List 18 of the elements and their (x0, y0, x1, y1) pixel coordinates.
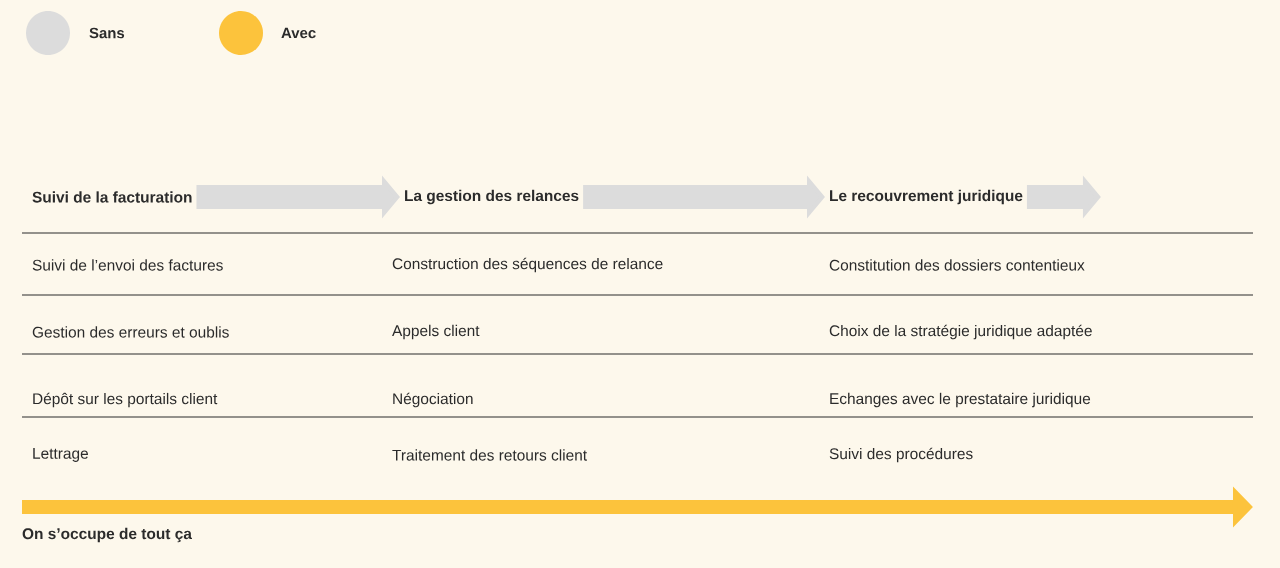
cell-text: Négociation (393, 392, 473, 408)
column-heading: Suivi de la facturation (32, 191, 192, 203)
cell-text: Constitution des dossiers contentieux (829, 259, 1085, 271)
cell-text: Suivi des procédures (829, 447, 973, 463)
legend-label: Avec (281, 27, 316, 39)
cell-text: Gestion des erreurs et oublis (32, 326, 229, 338)
cell-text: Traitement des retours client (392, 449, 587, 461)
cell-text: Suivi de l’envoi des factures (32, 259, 223, 271)
cell-text: Choix de la stratégie juridique adaptée (829, 324, 1092, 340)
cell-text: Construction des séquences de relance (392, 257, 663, 273)
cell-text: Echanges avec le prestataire juridique (830, 392, 1091, 408)
footer-note: On s’occupe de tout ça (22, 527, 192, 543)
cell-text: Appels client (392, 324, 480, 340)
cell-text: Dépôt sur les portails client (33, 392, 218, 408)
column-heading: La gestion des relances (405, 189, 579, 205)
column-heading: Le recouvrement juridique (830, 189, 1023, 205)
legend-label: Sans (89, 27, 125, 39)
cell-text: Lettrage (33, 448, 88, 462)
